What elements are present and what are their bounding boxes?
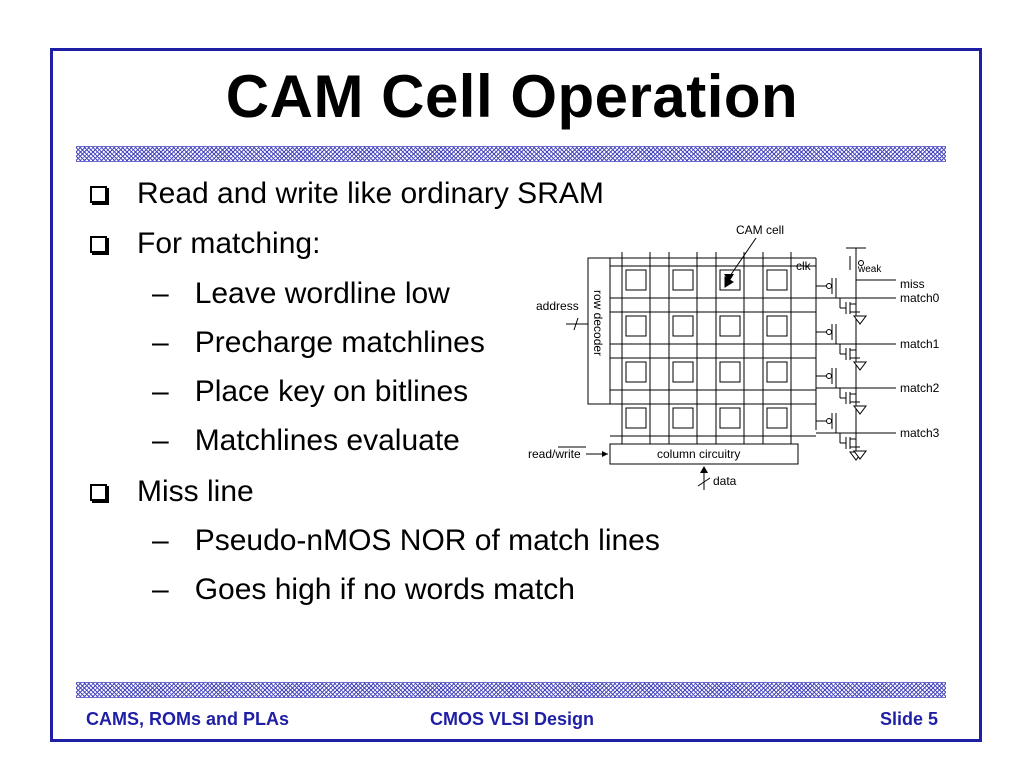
match1-label: match1 (900, 337, 940, 351)
dash-bullet: – (152, 375, 169, 408)
cam-array-diagram: row decoder address column circuitry rea… (528, 223, 940, 490)
row-decoder-label: row decoder (591, 290, 605, 356)
sub-bullet-item: –Pseudo-nMOS NOR of match lines (152, 523, 660, 559)
cam-cell (766, 269, 788, 291)
weak-label: weak (857, 264, 882, 275)
dash-bullet: – (152, 424, 169, 457)
sub-bullet-item: –Place key on bitlines (152, 374, 468, 410)
bullet-text: Matchlines evaluate (194, 424, 460, 457)
slide-title: CAM Cell Operation (225, 63, 799, 130)
dash-bullet: – (152, 326, 169, 359)
cam-cell (766, 315, 788, 337)
cam-cell (625, 407, 647, 429)
data-label: data (713, 474, 737, 488)
address-label: address (536, 299, 579, 313)
column-circuitry-box (609, 443, 799, 465)
row-decoder-box (587, 257, 611, 405)
sub-bullet-item: –Precharge matchlines (152, 325, 485, 361)
slide-frame (50, 48, 982, 742)
checkbox-bullet-icon (90, 236, 107, 253)
bullet-text: Precharge matchlines (194, 326, 485, 359)
dash-bullet: – (152, 573, 169, 606)
cam-cell (672, 361, 694, 383)
match3-label: match3 (900, 426, 940, 440)
sub-bullet-item: –Goes high if no words match (152, 572, 575, 608)
sub-bullet-item: –Leave wordline low (152, 276, 450, 312)
dash-bullet: – (152, 277, 169, 310)
column-circuitry-label: column circuitry (657, 447, 740, 461)
match0-label: match0 (900, 291, 940, 305)
footer-subject: CMOS VLSI Design (429, 709, 595, 729)
bullet-text: Miss line (137, 475, 254, 508)
footer-slide-number: Slide 5 (879, 709, 938, 729)
top-hatched-bar (76, 146, 946, 162)
cam-cell (672, 269, 694, 291)
match-lines (816, 278, 896, 460)
cell-array (610, 252, 816, 444)
cam-cell (625, 361, 647, 383)
checkbox-bullet-icon (90, 186, 107, 203)
match2-label: match2 (900, 381, 940, 395)
cam-cell (766, 361, 788, 383)
dash-bullet: – (152, 524, 169, 557)
checkbox-bullet-icon (90, 484, 107, 501)
cam-cell (719, 407, 741, 429)
bullet-item: Read and write like ordinary SRAM (90, 176, 604, 212)
sub-bullet-item: –Matchlines evaluate (152, 423, 460, 459)
bullet-text: Goes high if no words match (194, 573, 575, 606)
bullet-text: For matching: (137, 227, 321, 260)
bullet-text: Place key on bitlines (194, 375, 469, 408)
cam-cell (672, 315, 694, 337)
cam-cell (625, 269, 647, 291)
cam-cell (719, 315, 741, 337)
bullet-text: Leave wordline low (194, 277, 450, 310)
bullet-item: Miss line (90, 474, 254, 510)
miss-label: miss (900, 277, 925, 291)
footer-course-title: CAMS, ROMs and PLAs (86, 709, 290, 729)
bottom-hatched-bar (76, 682, 946, 698)
clk-label: clk (796, 259, 812, 273)
cam-cell (672, 407, 694, 429)
cam-cell (766, 407, 788, 429)
bullet-text: Pseudo-nMOS NOR of match lines (194, 524, 660, 557)
bullet-item: For matching: (90, 226, 320, 262)
cam-cell-label: CAM cell (736, 223, 784, 237)
cam-cell (625, 315, 647, 337)
bullet-text: Read and write like ordinary SRAM (137, 177, 604, 210)
read-write-label: read/write (528, 447, 581, 461)
cam-cell (719, 361, 741, 383)
